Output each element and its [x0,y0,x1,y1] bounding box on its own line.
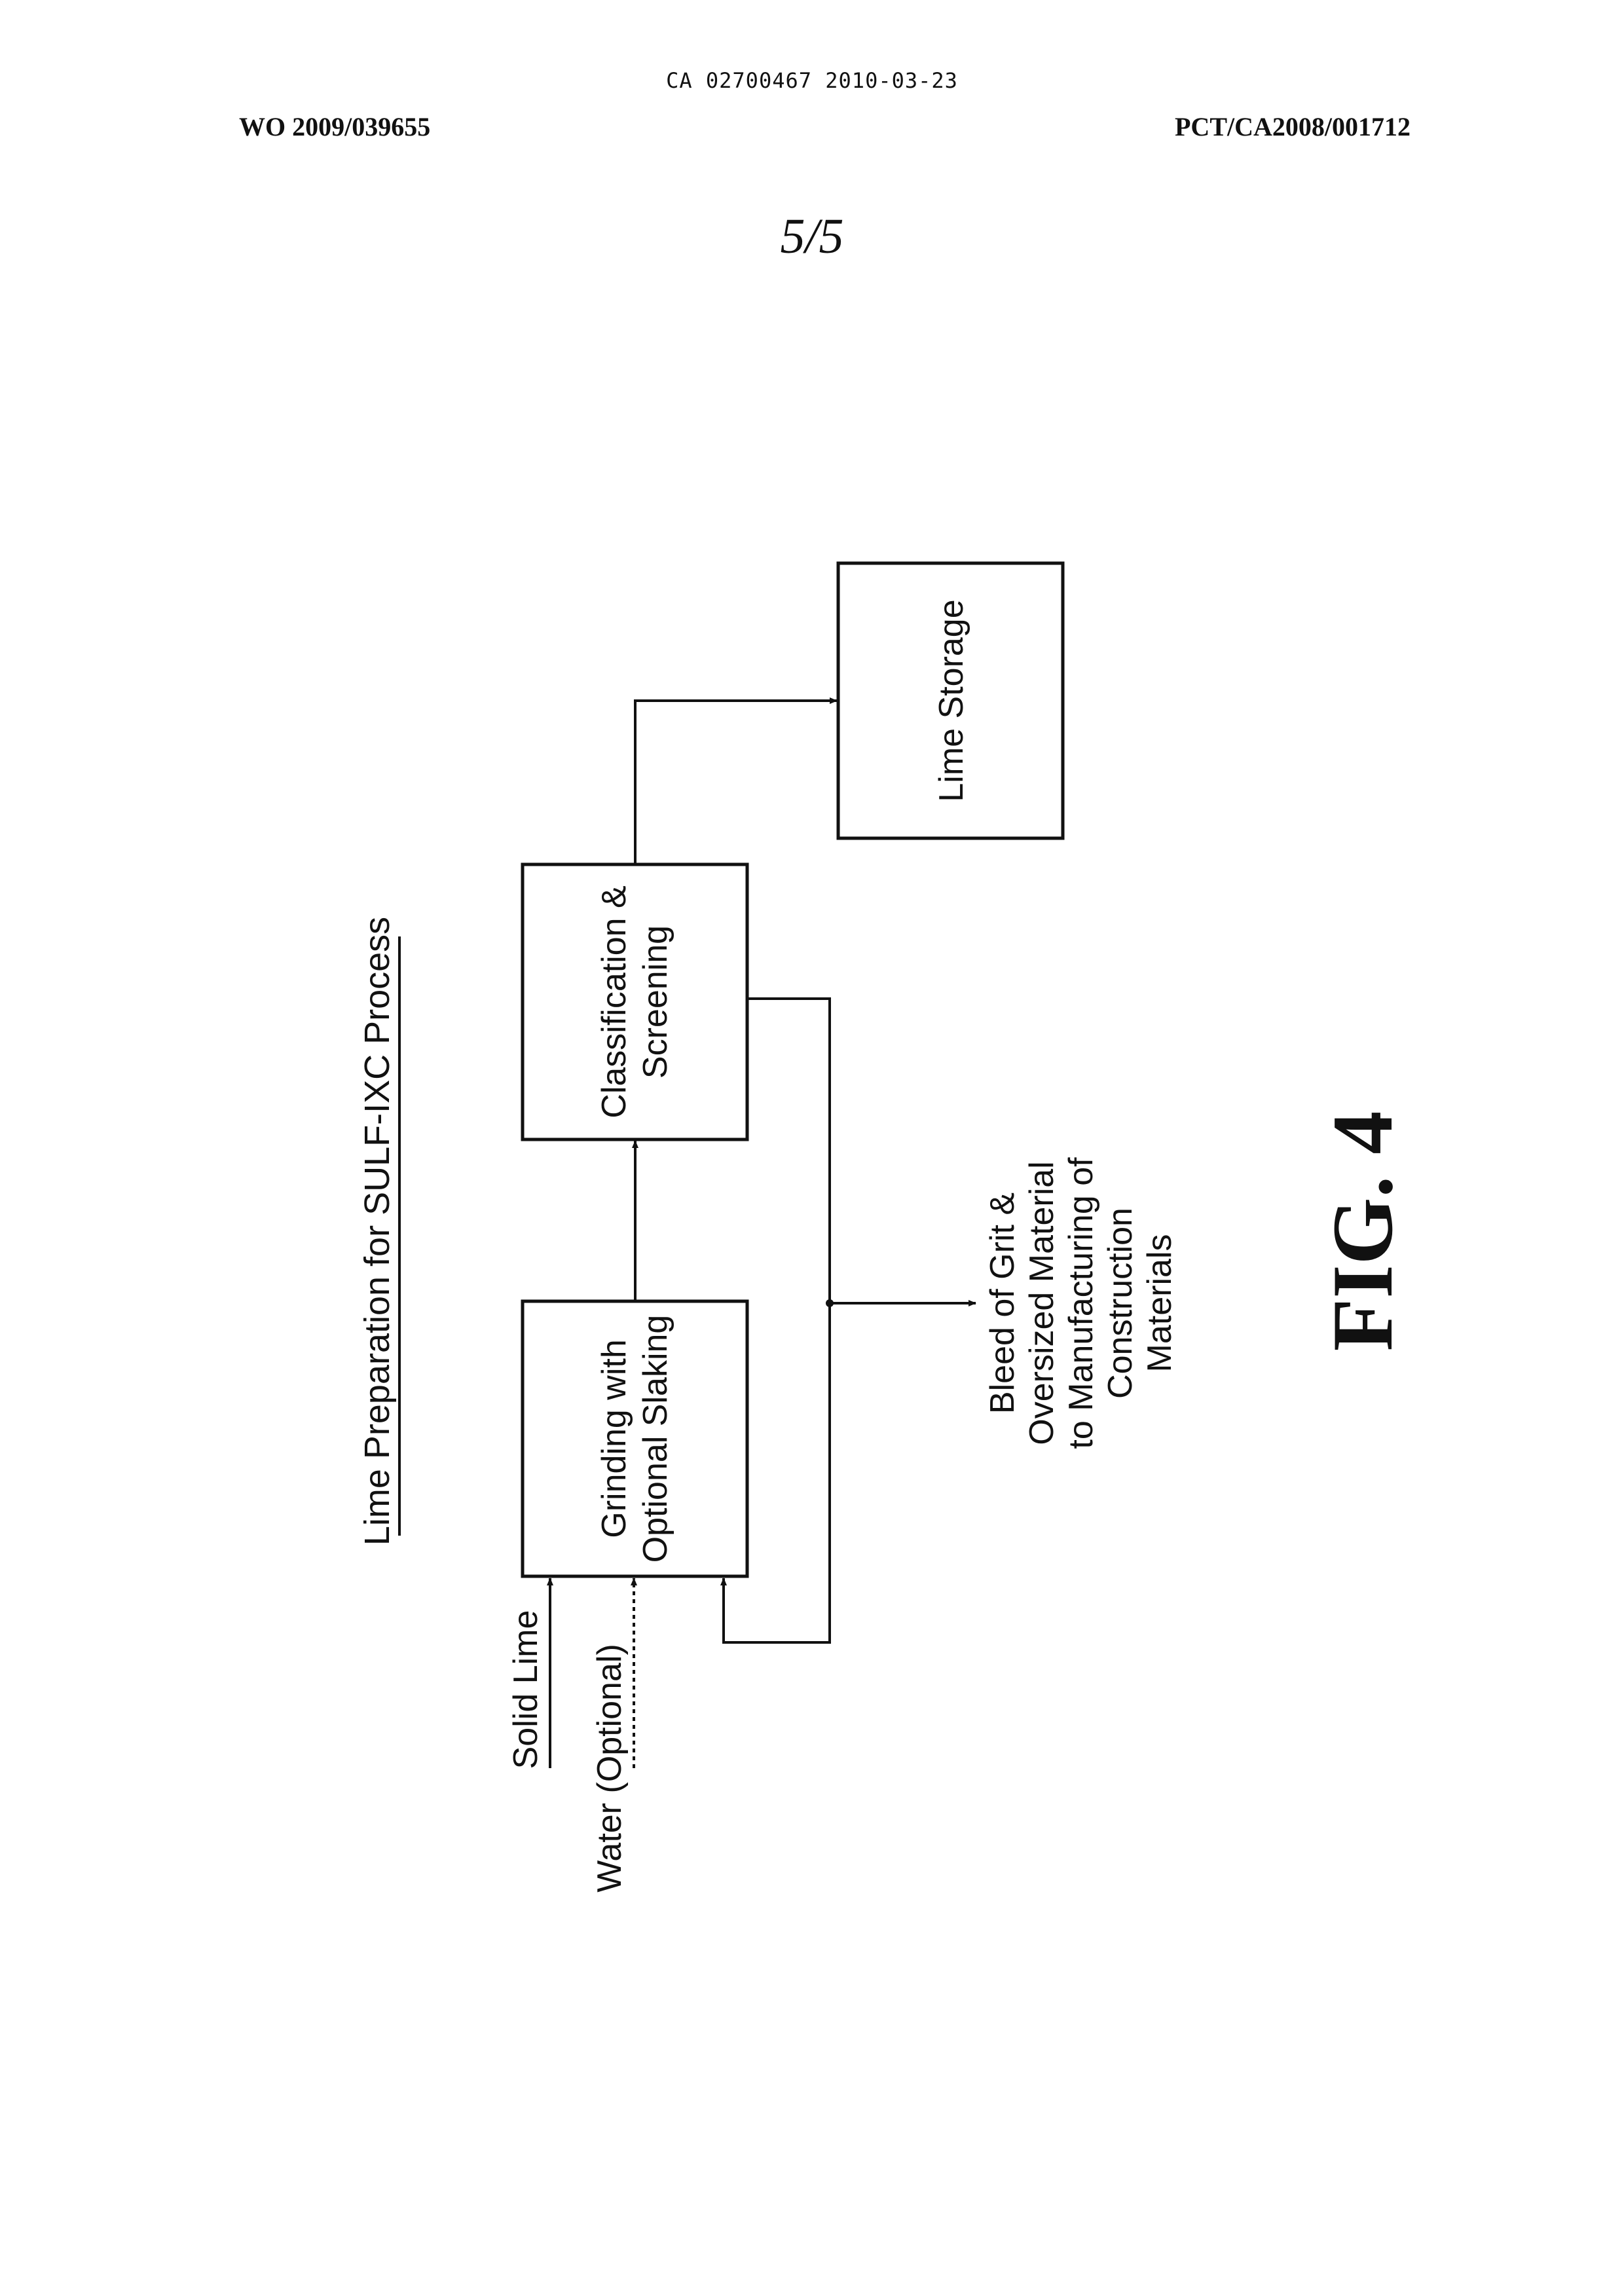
figure-label: FIG. 4 [1314,1111,1411,1352]
grinding-box [523,1301,747,1576]
water-optional-label: Water (Optional) [591,1644,629,1893]
grinding-label-line-1: Grinding with [595,1339,633,1538]
classification-to-storage-arrow [635,701,837,864]
bleed-label-line-2: Oversized Material [1023,1161,1061,1445]
bleed-label-line-3: to Manufacturing of [1062,1157,1100,1449]
diagram-title: Lime Preparation for SULF-IXC Process [358,917,397,1545]
bleed-label-line-5: Materials [1141,1234,1179,1373]
junction-dot [826,1299,834,1307]
lime-storage-label: Lime Storage [932,599,970,802]
classification-box [523,864,747,1139]
bleed-label-line-1: Bleed of Grit & [984,1193,1022,1414]
classification-label-line-2: Screening [637,925,674,1079]
classification-label-line-1: Classification & [595,885,633,1118]
solid-lime-label: Solid Lime [507,1610,545,1769]
bleed-label-line-4: Construction [1101,1208,1139,1399]
grinding-label-line-2: Optional Slaking [637,1315,674,1563]
recycle-return-arrow [724,999,830,1642]
